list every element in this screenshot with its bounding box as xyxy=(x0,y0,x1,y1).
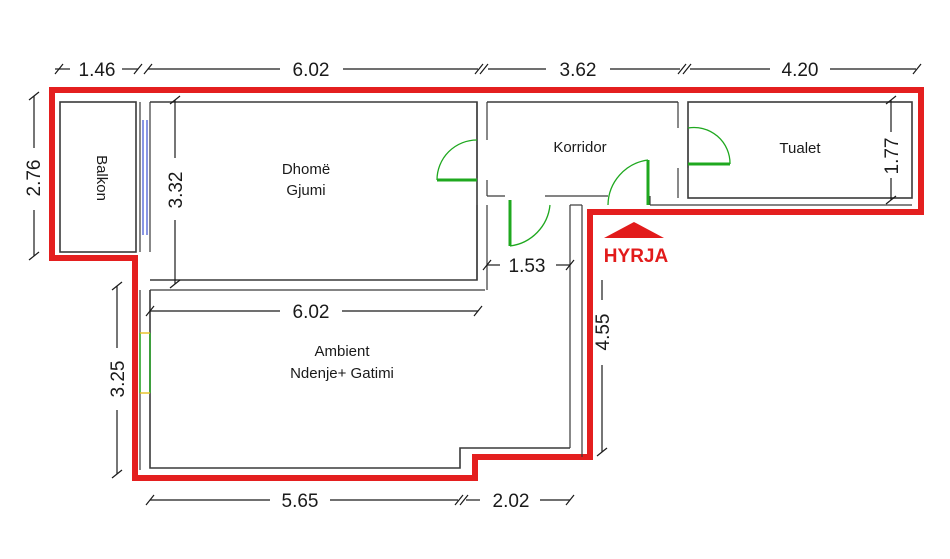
dim-top-toilet: 4.20 xyxy=(782,60,819,81)
entrance-label: HYRJA xyxy=(604,246,669,267)
dim-toilet-height: 1.77 xyxy=(882,138,903,175)
doors xyxy=(436,126,731,247)
living-wall xyxy=(149,290,570,469)
apartment-outline xyxy=(49,87,924,481)
room-label-corridor: Korridor xyxy=(553,139,606,156)
dim-top-corridor: 3.62 xyxy=(560,60,597,81)
dim-entry-wall: 4.55 xyxy=(593,314,614,351)
bedroom-wall xyxy=(150,101,478,281)
dim-bottom-corridor: 2.02 xyxy=(493,491,530,512)
room-label-living-line2: Ndenje+ Gatimi xyxy=(290,365,394,382)
balcony-wall xyxy=(59,101,137,253)
dim-living-height: 3.25 xyxy=(108,361,129,398)
top-dimension-chain xyxy=(54,63,922,75)
entrance-arrow-icon xyxy=(604,222,664,238)
walls xyxy=(59,101,913,470)
dim-bottom-living: 5.65 xyxy=(282,491,319,512)
room-label-toilet: Tualet xyxy=(779,140,821,157)
room-label-living-line1: Ambient xyxy=(314,343,370,360)
dim-living-width: 6.02 xyxy=(293,302,330,323)
room-label-bedroom-line1: Dhomë xyxy=(282,161,330,178)
dim-top-balcony: 1.46 xyxy=(79,60,116,81)
room-label-bedroom-line2: Gjumi xyxy=(286,182,325,199)
dim-balcony-height: 2.76 xyxy=(24,160,45,197)
dim-top-bedroom: 6.02 xyxy=(293,60,330,81)
dim-bedroom-height: 3.32 xyxy=(166,172,187,209)
room-label-balcony: Balkon xyxy=(93,155,110,201)
dim-corridor-width: 1.53 xyxy=(509,256,546,277)
bottom-dimension-chain xyxy=(145,494,575,506)
